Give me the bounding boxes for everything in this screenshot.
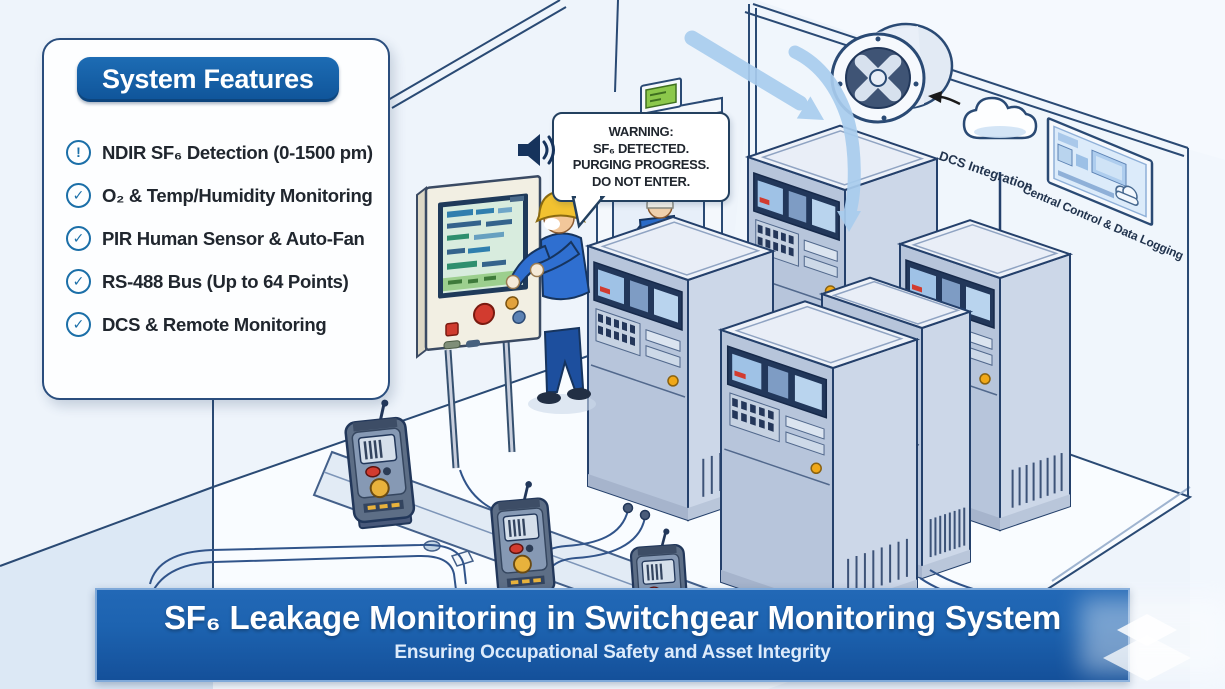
airflow-arrow xyxy=(788,45,861,219)
detector-button xyxy=(513,554,532,574)
feature-item: ✓ PIR Human Sensor & Auto-Fan xyxy=(66,226,374,251)
cabinet-led xyxy=(667,375,679,387)
check-icon: ✓ xyxy=(66,226,91,251)
exhaust-fan-icon xyxy=(830,22,954,124)
banner-subtitle: Ensuring Occupational Safety and Asset I… xyxy=(394,642,831,663)
feature-item-label: RS-488 Bus (Up to 64 Points) xyxy=(102,270,349,292)
check-icon: ✓ xyxy=(66,269,91,294)
feature-item-label: DCS & Remote Monitoring xyxy=(102,313,327,335)
feature-item: ✓ DCS & Remote Monitoring xyxy=(66,312,374,337)
warning-line: WARNING: xyxy=(608,124,674,139)
warning-lines: WARNING:SF₆ DETECTED.PURGING PROGRESS.DO… xyxy=(572,124,710,190)
feature-list: ! NDIR SF₆ Detection (0-1500 pm) ✓ O₂ & Tem… xyxy=(44,140,388,337)
banner-title: SF₆ Leakage Monitoring in Switchgear Mon… xyxy=(163,599,1062,636)
sf6-handheld-detector xyxy=(490,481,556,603)
feature-item-label: O₂ & Temp/Humidity Monitoring xyxy=(102,184,373,206)
airflow-arrow xyxy=(684,30,808,111)
dcs-cloud-icon xyxy=(962,96,1038,140)
sf6-handheld-detector xyxy=(344,399,416,530)
bubble-tail xyxy=(571,196,606,229)
airflow-arrows xyxy=(684,30,861,232)
system-features-panel: System Features ! NDIR SF₆ Detection (0-1… xyxy=(42,38,390,400)
feature-item: ✓ O₂ & Temp/Humidity Monitoring xyxy=(66,183,374,208)
control-panel xyxy=(416,175,542,469)
title-banner: SF₆ Leakage Monitoring in Switchgear Mon… xyxy=(95,588,1130,682)
feature-item-label: NDIR SF₆ Detection (0-1500 pm) xyxy=(102,141,373,163)
feature-item-label: PIR Human Sensor & Auto-Fan xyxy=(102,227,365,249)
cabinet-led xyxy=(979,373,991,385)
check-icon: ✓ xyxy=(66,183,91,208)
feature-item: ! NDIR SF₆ Detection (0-1500 pm) xyxy=(66,140,374,165)
central-monitor-icon xyxy=(1046,117,1154,226)
detector-screen xyxy=(641,558,676,585)
feature-item: ✓ RS-488 Bus (Up to 64 Points) xyxy=(66,269,374,294)
check-icon: ✓ xyxy=(66,312,91,337)
panel-red-button xyxy=(473,302,495,325)
warning-line: DO NOT ENTER. xyxy=(592,173,690,189)
switchgear-cabinet-front-center xyxy=(717,300,921,622)
speaker-icon xyxy=(518,134,555,166)
alert-icon: ! xyxy=(66,140,91,165)
detector-screen xyxy=(502,513,540,542)
detector-screen xyxy=(357,433,398,465)
detector-button xyxy=(369,478,390,499)
signal-arrow xyxy=(928,91,961,106)
monitor-cloud-glyph xyxy=(1115,185,1139,206)
worker-operator xyxy=(505,190,596,414)
door-status-sign xyxy=(640,77,682,115)
system-features-header: System Features xyxy=(77,57,339,102)
warning-line: SF₆ DETECTED. xyxy=(593,140,689,156)
cabinet-led xyxy=(810,462,822,475)
warning-speech-bubble: WARNING:SF₆ DETECTED.PURGING PROGRESS.DO… xyxy=(518,112,730,229)
warning-line: PURGING PROGRESS. xyxy=(572,157,710,172)
